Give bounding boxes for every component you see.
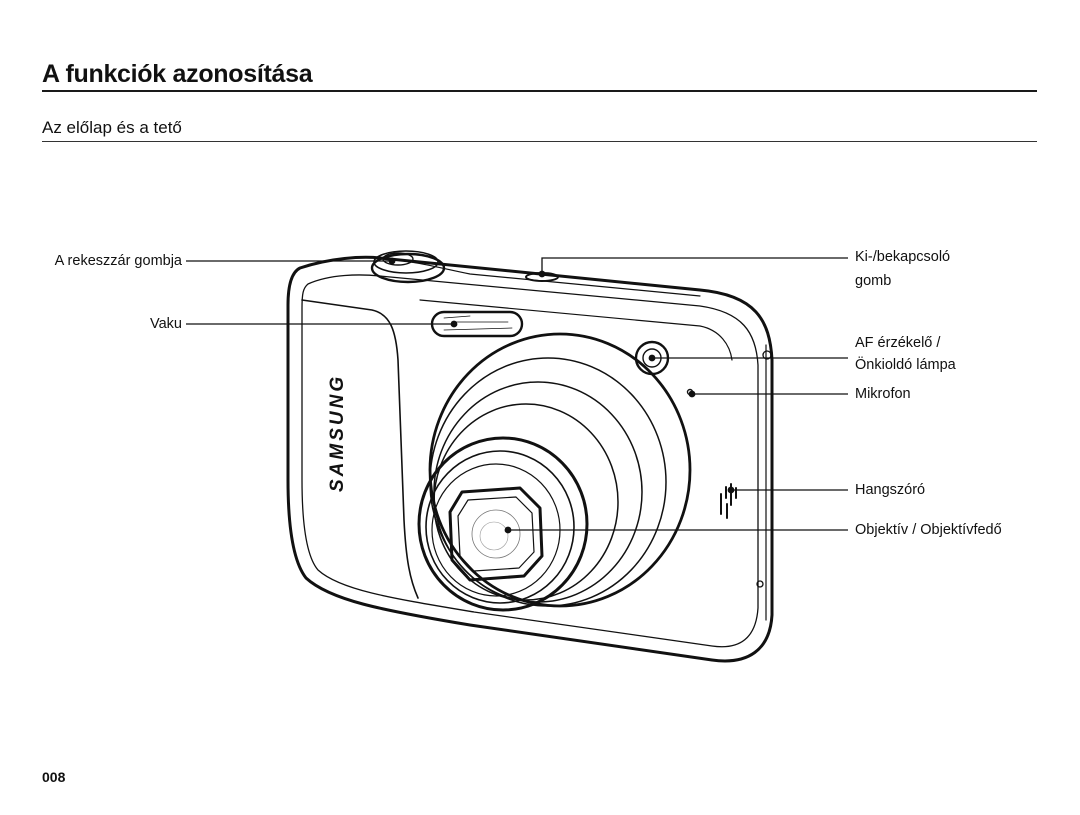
lens-glass-core <box>479 521 509 551</box>
grip-panel <box>301 299 419 599</box>
brand-logo: SAMSUNG <box>327 374 348 492</box>
top-front-edge <box>419 299 733 361</box>
section-rule <box>42 141 1037 142</box>
lens-front-ring <box>417 436 589 612</box>
callout-dot <box>648 354 656 362</box>
tripod-detail <box>756 580 764 588</box>
title-rule <box>42 90 1037 92</box>
callout-label-af-1: AF érzékelő / <box>855 335 941 351</box>
leader-power <box>541 257 848 274</box>
callout-label-af-2: Önkioldó lámpa <box>855 357 956 373</box>
section-title: Az előlap és a tető <box>42 118 182 137</box>
lens-glass <box>471 509 521 559</box>
lens-cover-inner <box>457 496 535 572</box>
callout-label-speaker: Hangszóró <box>855 482 926 498</box>
page-number: 008 <box>42 769 66 785</box>
speaker-grille <box>720 483 737 519</box>
lens-cover <box>448 486 544 582</box>
lens-ring-3 <box>433 403 619 601</box>
callout-label-shutter: A rekeszzár gombja <box>54 253 182 269</box>
callout-dot <box>727 486 735 494</box>
callout-dot <box>504 526 512 534</box>
strap-lug <box>762 350 772 360</box>
lens-front-ring-inner <box>425 450 575 604</box>
callout-label-power-2: gomb <box>855 273 892 289</box>
callout-dot <box>388 257 396 265</box>
callout-label-mic: Mikrofon <box>855 386 911 402</box>
page-title: A funkciók azonosítása <box>42 60 313 88</box>
flash-texture <box>443 315 513 331</box>
shutter-button-top <box>373 250 439 274</box>
camera-body-outline <box>286 255 774 663</box>
camera-body-inner <box>301 274 759 648</box>
callout-label-flash: Vaku <box>150 316 182 332</box>
callout-label-power-1: Ki-/bekapcsoló <box>855 249 951 265</box>
callout-label-lens: Objektív / Objektívfedő <box>855 522 1002 538</box>
callout-dot <box>450 320 458 328</box>
callout-dot <box>688 390 696 398</box>
callout-dot <box>538 270 546 278</box>
shutter-button-ring <box>382 252 414 266</box>
